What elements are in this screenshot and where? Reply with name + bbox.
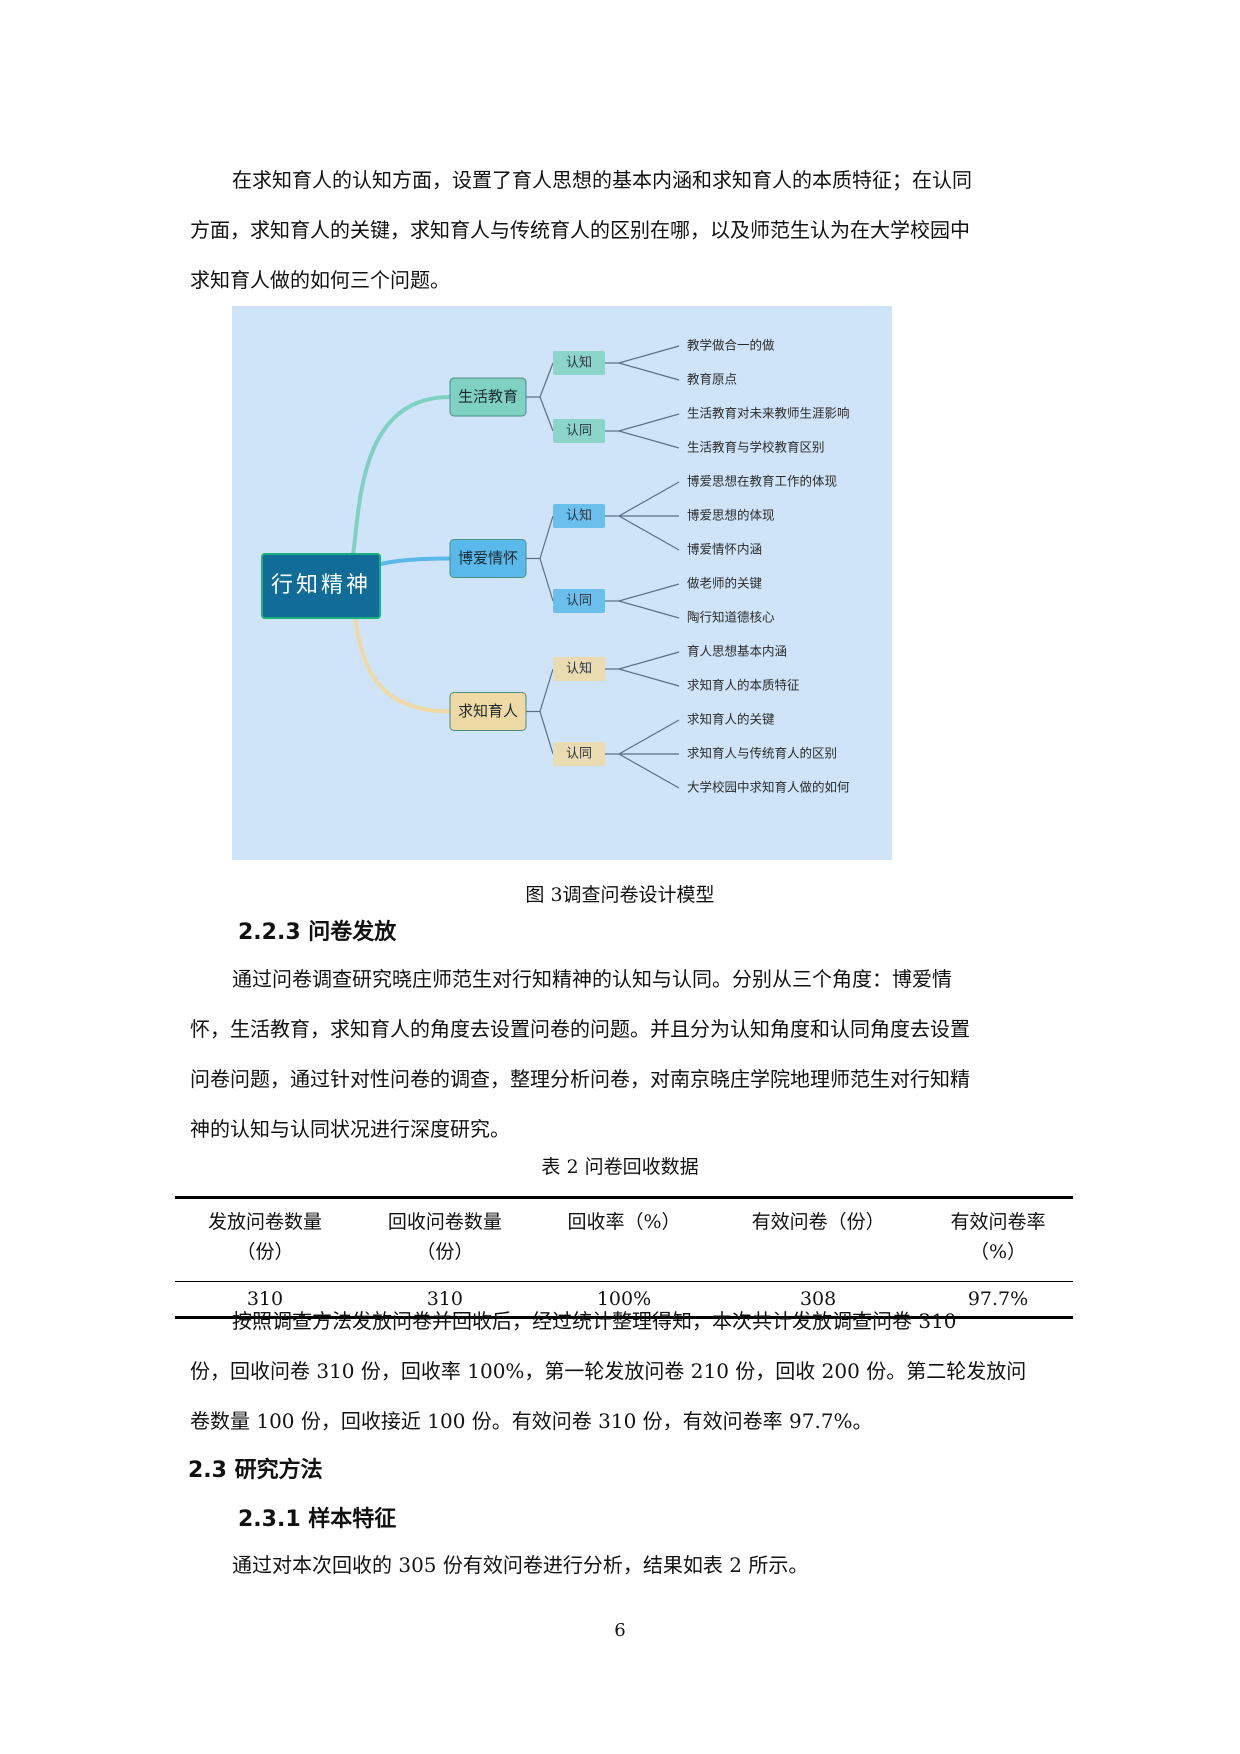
table-header-cell: 发放问卷数量（份）	[207, 1211, 322, 1263]
leaf-label: 博爱情怀内涵	[687, 542, 762, 557]
group-node	[553, 742, 605, 766]
leaf-label: 博爱思想的体现	[687, 508, 775, 523]
paragraph-line: 神的认知与认同状况进行深度研究。	[190, 1117, 510, 1141]
connector-line	[539, 558, 554, 602]
group-node	[553, 419, 605, 443]
connector-line	[618, 600, 680, 619]
paragraph-line: 卷数量 100 份，回收接近 100 份。有效问卷 310 份，有效问卷率 97…	[190, 1409, 873, 1433]
group-label: 认知	[566, 508, 592, 524]
connector-line	[618, 583, 680, 602]
leaf-label: 求知育人与传统育人的区别	[687, 746, 837, 761]
root-node	[261, 553, 381, 619]
connector-line	[618, 345, 680, 364]
branch-label: 生活教育	[458, 388, 518, 406]
leaf-label: 陶行知道德核心	[687, 610, 775, 625]
questionnaire-table: 发放问卷数量（份） 回收问卷数量（份） 回收率（%） 有效问卷（份） 有效问卷率…	[175, 1196, 1073, 1319]
leaf-label: 博爱思想在教育工作的体现	[687, 474, 837, 489]
page-number: 6	[614, 1620, 626, 1641]
group-node	[553, 504, 605, 528]
after-table-paragraph: 按照调查方法发放问卷并回收后，经过统计整理得知，本次共计发放调查问卷 310 份…	[190, 1296, 1060, 1446]
mindmap-figure: 生活教育认知教学做合一的做教育原点认同生活教育对未来教师生涯影响生活教育与学校教…	[232, 306, 892, 860]
branch-label: 求知育人	[458, 702, 518, 720]
connector-line	[539, 668, 554, 712]
leaf-label: 求知育人的本质特征	[687, 678, 800, 693]
leaf-label: 教育原点	[687, 372, 737, 387]
connector-line	[539, 515, 554, 559]
leaf-label: 生活教育对未来教师生涯影响	[687, 406, 850, 421]
connector-line	[539, 396, 554, 432]
connector-line	[539, 711, 554, 755]
intro-line: 在求知育人的认知方面，设置了育人思想的基本内涵和求知育人的本质特征；在认同	[232, 168, 972, 192]
connector-line	[618, 413, 680, 432]
section-heading-231: 2.3.1 样本特征	[238, 1507, 397, 1532]
group-label: 认同	[566, 424, 592, 439]
paragraph-line: 怀，生活教育，求知育人的角度去设置问卷的问题。并且分为认知角度和认同角度去设置	[190, 1017, 970, 1041]
paragraph-line: 问卷问题，通过针对性问卷的调查，整理分析问卷，对南京晓庄学院地理师范生对行知精	[190, 1067, 970, 1091]
branch-label: 博爱情怀	[458, 549, 518, 567]
group-label: 认知	[566, 355, 592, 371]
section-heading-23: 2.3 研究方法	[188, 1458, 323, 1483]
figure-caption: 图 3调查问卷设计模型	[525, 884, 715, 906]
leaf-label: 生活教育与学校教育区别	[687, 440, 825, 455]
intro-line: 求知育人做的如何三个问题。	[190, 268, 450, 292]
table-cell: 100%	[596, 1288, 652, 1310]
connector-line	[618, 430, 680, 449]
table-cell: 308	[799, 1288, 837, 1310]
table-cell: 310	[426, 1288, 463, 1310]
connector-line	[618, 481, 680, 517]
section-223-paragraph: 通过问卷调查研究晓庄师范生对行知精神的认知与认同。分别从三个角度：博爱情 怀，生…	[190, 954, 1060, 1154]
group-label: 认知	[566, 661, 592, 677]
table-cell: 97.7%	[967, 1288, 1029, 1310]
intro-paragraph: 在求知育人的认知方面，设置了育人思想的基本内涵和求知育人的本质特征；在认同 方面…	[190, 155, 1060, 305]
table-header-cell: 有效问卷率（%）	[950, 1211, 1046, 1263]
root-label: 行知精神	[271, 573, 371, 598]
paragraph-line: 按照调查方法发放问卷并回收后，经过统计整理得知，本次共计发放调查问卷 310	[232, 1309, 957, 1333]
group-node	[553, 589, 605, 613]
table-header-cell: 有效问卷（份）	[751, 1211, 885, 1233]
paragraph-line: 份，回收问卷 310 份，回收率 100%，第一轮发放问卷 210 份，回收 2…	[190, 1359, 1027, 1383]
mindmap-diagram: 生活教育认知教学做合一的做教育原点认同生活教育对未来教师生涯影响生活教育与学校教…	[261, 338, 850, 795]
connector-line	[539, 362, 554, 398]
connector-line	[618, 668, 680, 687]
connector-line	[618, 362, 680, 381]
leaf-label: 育人思想基本内涵	[687, 644, 787, 659]
paragraph-line: 通过问卷调查研究晓庄师范生对行知精神的认知与认同。分别从三个角度：博爱情	[232, 967, 952, 991]
section-heading-223: 2.2.3 问卷发放	[238, 920, 397, 945]
leaf-label: 大学校园中求知育人做的如何	[687, 780, 850, 795]
group-label: 认同	[566, 594, 592, 609]
group-node	[553, 657, 605, 681]
group-node	[553, 351, 605, 375]
connector-line	[618, 515, 680, 551]
leaf-label: 求知育人的关键	[687, 712, 775, 727]
leaf-label: 教学做合一的做	[687, 338, 775, 353]
table-cell: 310	[246, 1288, 284, 1310]
table-header-cell: 回收率（%）	[567, 1211, 681, 1233]
group-label: 认同	[566, 747, 592, 762]
table-header-row: 发放问卷数量（份） 回收问卷数量（份） 回收率（%） 有效问卷（份） 有效问卷率…	[175, 1197, 1073, 1282]
table-row: 310 310 100% 308 97.7%	[175, 1281, 1073, 1318]
connector-line	[618, 753, 680, 789]
table-caption: 表 2 问卷回收数据	[541, 1156, 699, 1178]
intro-line: 方面，求知育人的关键，求知育人与传统育人的区别在哪，以及师范生认为在大学校园中	[190, 218, 970, 242]
table-header-cell: 回收问卷数量（份）	[387, 1211, 502, 1263]
connector-line	[618, 651, 680, 670]
section-231-paragraph: 通过对本次回收的 305 份有效问卷进行分析，结果如表 2 所示。	[190, 1540, 1060, 1590]
connector-line	[618, 719, 680, 755]
leaf-label: 做老师的关键	[687, 576, 763, 591]
paragraph-line: 通过对本次回收的 305 份有效问卷进行分析，结果如表 2 所示。	[232, 1553, 809, 1577]
